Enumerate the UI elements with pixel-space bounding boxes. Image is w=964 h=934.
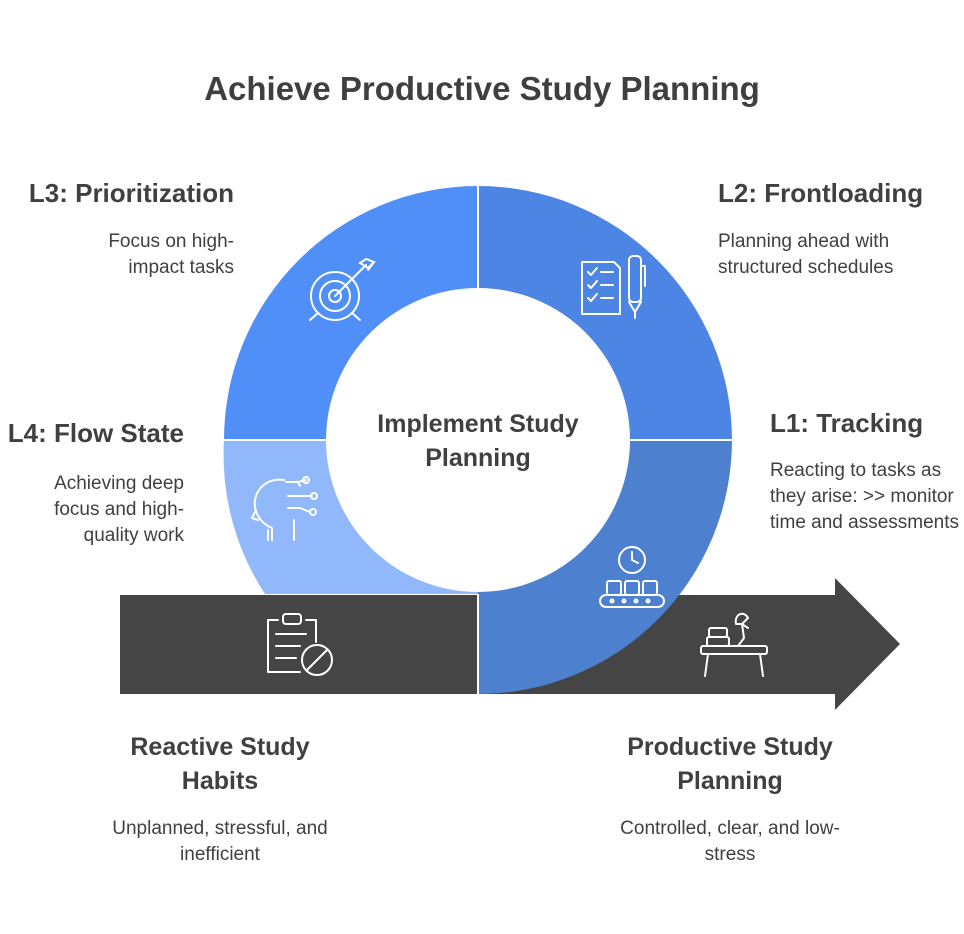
level-l2-desc: Planning ahead with structured schedules [718,231,894,278]
level-l3-title: L3: Prioritization [28,178,234,208]
clock-conveyor-icon [599,546,665,608]
target-icon [309,257,376,321]
level-l2-title: L2: Frontloading [718,178,924,208]
study-desk-icon [700,612,768,677]
level-l4-desc: Achieving deep focus and high-quality wo… [54,473,184,546]
center-label: Implement Study Planning [377,410,579,472]
level-l1-desc: Reacting to tasks as they arise: >> moni… [770,460,960,533]
start-title: Reactive Study Habits [130,733,310,795]
level-l1-title: L1: Tracking [770,408,924,438]
level-l4-title: L4: Flow State [7,418,184,448]
end-desc: Controlled, clear, and low-stress [620,818,840,865]
ring-segment-l1 [478,440,732,694]
ring-segment-l4 [223,440,478,594]
checklist-pen-icon [581,255,646,319]
end-title: Productive Study Planning [627,733,833,795]
head-network-icon [251,476,318,541]
level-l3-desc: Focus on high-impact tasks [108,231,234,278]
start-desc: Unplanned, stressful, and inefficient [112,818,328,865]
clipboard-blocked-icon [267,613,333,676]
page-title: Achieve Productive Study Planning [204,70,760,107]
